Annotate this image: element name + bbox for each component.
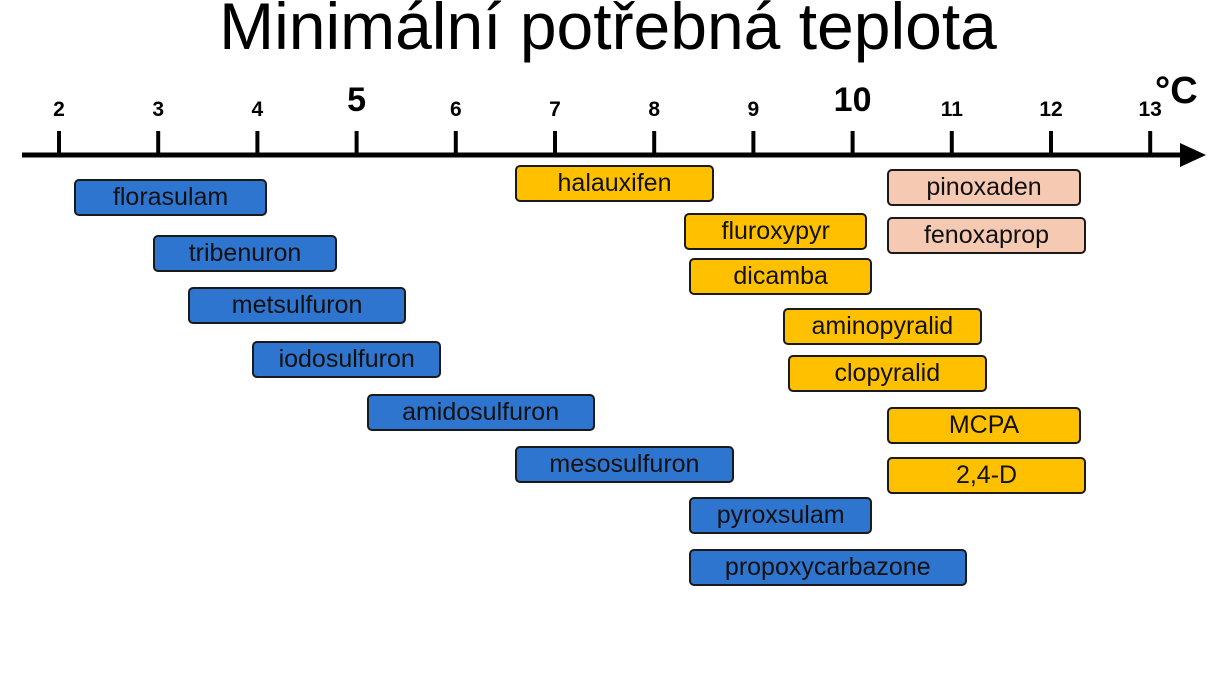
herbicide-label: clopyralid	[834, 359, 941, 387]
axis-tick-label: 5	[347, 81, 367, 119]
herbicide-label: pyroxsulam	[716, 501, 845, 529]
herbicide-label: amidosulfuron	[402, 398, 560, 426]
herbicide-label: dicamba	[733, 262, 828, 290]
axis-tick-label: 9	[747, 98, 760, 121]
herbicide-bar: fenoxaprop	[887, 217, 1086, 254]
axis-unit-label: °C	[1155, 70, 1198, 112]
diagram-title: Minimální potřebná teplota	[219, 0, 997, 63]
herbicide-label: metsulfuron	[231, 291, 363, 319]
herbicide-bar: propoxycarbazone	[688, 549, 967, 586]
axis-tick-label: 13	[1138, 98, 1162, 121]
herbicide-label: halauxifen	[557, 169, 672, 197]
axis-tick-label: 12	[1039, 98, 1063, 121]
herbicide-bar: dicamba	[688, 258, 873, 295]
herbicide-bar: florasulam	[73, 179, 268, 216]
axis-tick-label: 7	[549, 98, 561, 121]
herbicide-label: florasulam	[112, 183, 229, 211]
herbicide-bar: pyroxsulam	[688, 497, 873, 534]
herbicide-label: pinoxaden	[926, 173, 1042, 201]
herbicide-label: 2,4-D	[955, 461, 1018, 489]
herbicide-bar: amidosulfuron	[366, 394, 595, 431]
herbicide-bar: tribenuron	[153, 235, 337, 272]
axis-arrowhead	[1180, 143, 1206, 167]
axis-tick-label: 3	[152, 98, 165, 121]
herbicide-bar: pinoxaden	[887, 169, 1081, 206]
herbicide-bar: iodosulfuron	[252, 341, 441, 378]
axis-tick-label: 4	[251, 98, 264, 121]
herbicide-label: mesosulfuron	[549, 450, 700, 478]
herbicide-label: iodosulfuron	[278, 345, 415, 373]
axis-tick-label: 8	[648, 98, 661, 121]
herbicide-label: propoxycarbazone	[724, 553, 931, 581]
herbicide-bar: halauxifen	[515, 165, 714, 202]
herbicide-label: fenoxaprop	[923, 221, 1050, 249]
axis-tick-label: 2	[53, 98, 65, 121]
axis-tick-label: 6	[449, 98, 462, 121]
herbicide-bar: aminopyralid	[783, 308, 982, 345]
herbicide-bar: mesosulfuron	[515, 446, 734, 483]
herbicide-bar: MCPA	[887, 407, 1081, 444]
herbicide-label: tribenuron	[188, 239, 302, 267]
herbicide-label: aminopyralid	[811, 312, 954, 340]
herbicide-bar: 2,4-D	[887, 457, 1086, 494]
axis-tick-label: 11	[940, 98, 963, 121]
herbicide-label: MCPA	[948, 411, 1020, 439]
herbicide-bar: clopyralid	[788, 355, 987, 392]
herbicide-label: fluroxypyr	[721, 217, 830, 245]
axis-tick-label: 10	[833, 81, 872, 119]
herbicide-bar: metsulfuron	[187, 287, 407, 324]
herbicide-bar: fluroxypyr	[683, 213, 868, 250]
